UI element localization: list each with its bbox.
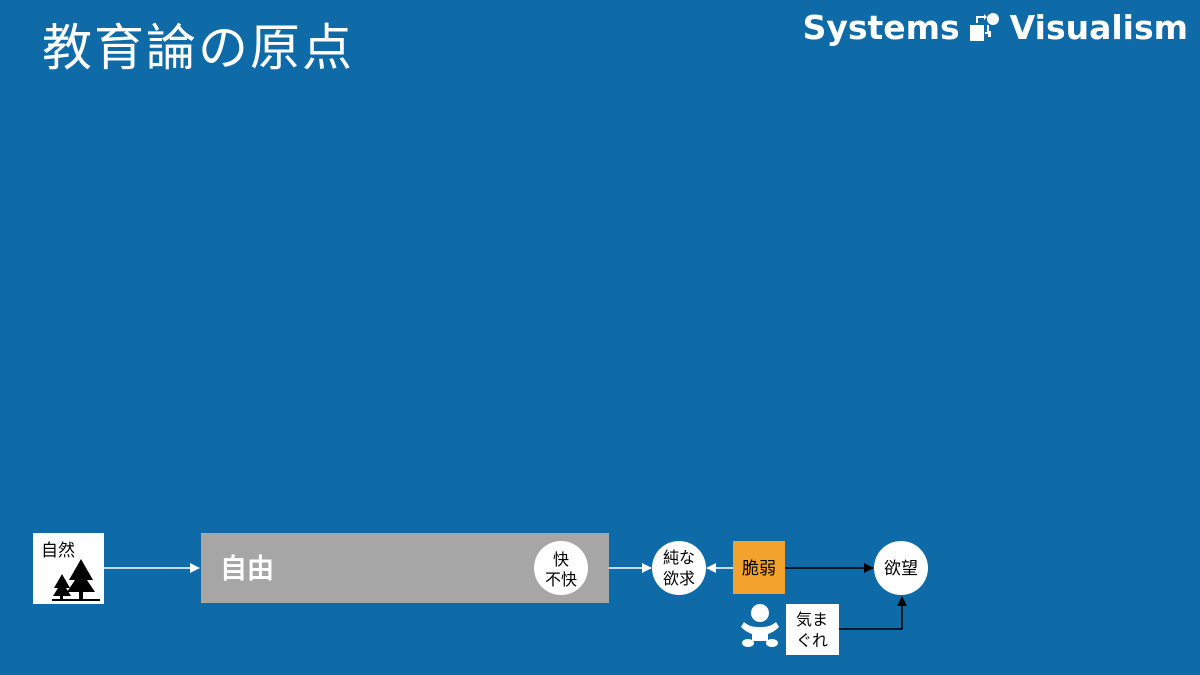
arrow-whim-to-desire: [839, 596, 907, 630]
trees-icon: [52, 559, 100, 601]
whim-label-2: ぐれ: [796, 631, 828, 650]
desire-node: 欲望: [874, 541, 928, 595]
baby-icon: [741, 604, 779, 647]
brand-name-left: Systems: [802, 8, 960, 47]
nature-label: 自然: [41, 541, 75, 561]
pure-desire-node: 純な 欲求: [652, 541, 706, 595]
whim-label-1: 気ま: [796, 610, 828, 629]
freedom-label: 自由: [220, 553, 274, 585]
brand-logo: Systems Visualism: [803, 8, 1188, 47]
pure-desire-label-1: 純な: [663, 548, 695, 567]
whim-node: 気ま ぐれ: [786, 604, 839, 655]
pure-desire-label-2: 欲求: [663, 569, 695, 588]
desire-label: 欲望: [884, 559, 918, 579]
pleasure-label-2: 不快: [545, 570, 577, 589]
pleasure-node: 快 不快: [534, 541, 588, 595]
brand-name-right: Visualism: [1009, 8, 1188, 47]
pleasure-label-1: 快: [553, 550, 569, 569]
fragile-node: 脆弱: [733, 541, 785, 594]
fragile-label: 脆弱: [742, 559, 776, 579]
systems-logo-icon: [969, 12, 999, 41]
page-title: 教育論の原点: [42, 19, 354, 77]
nature-node: 自然: [33, 533, 104, 604]
